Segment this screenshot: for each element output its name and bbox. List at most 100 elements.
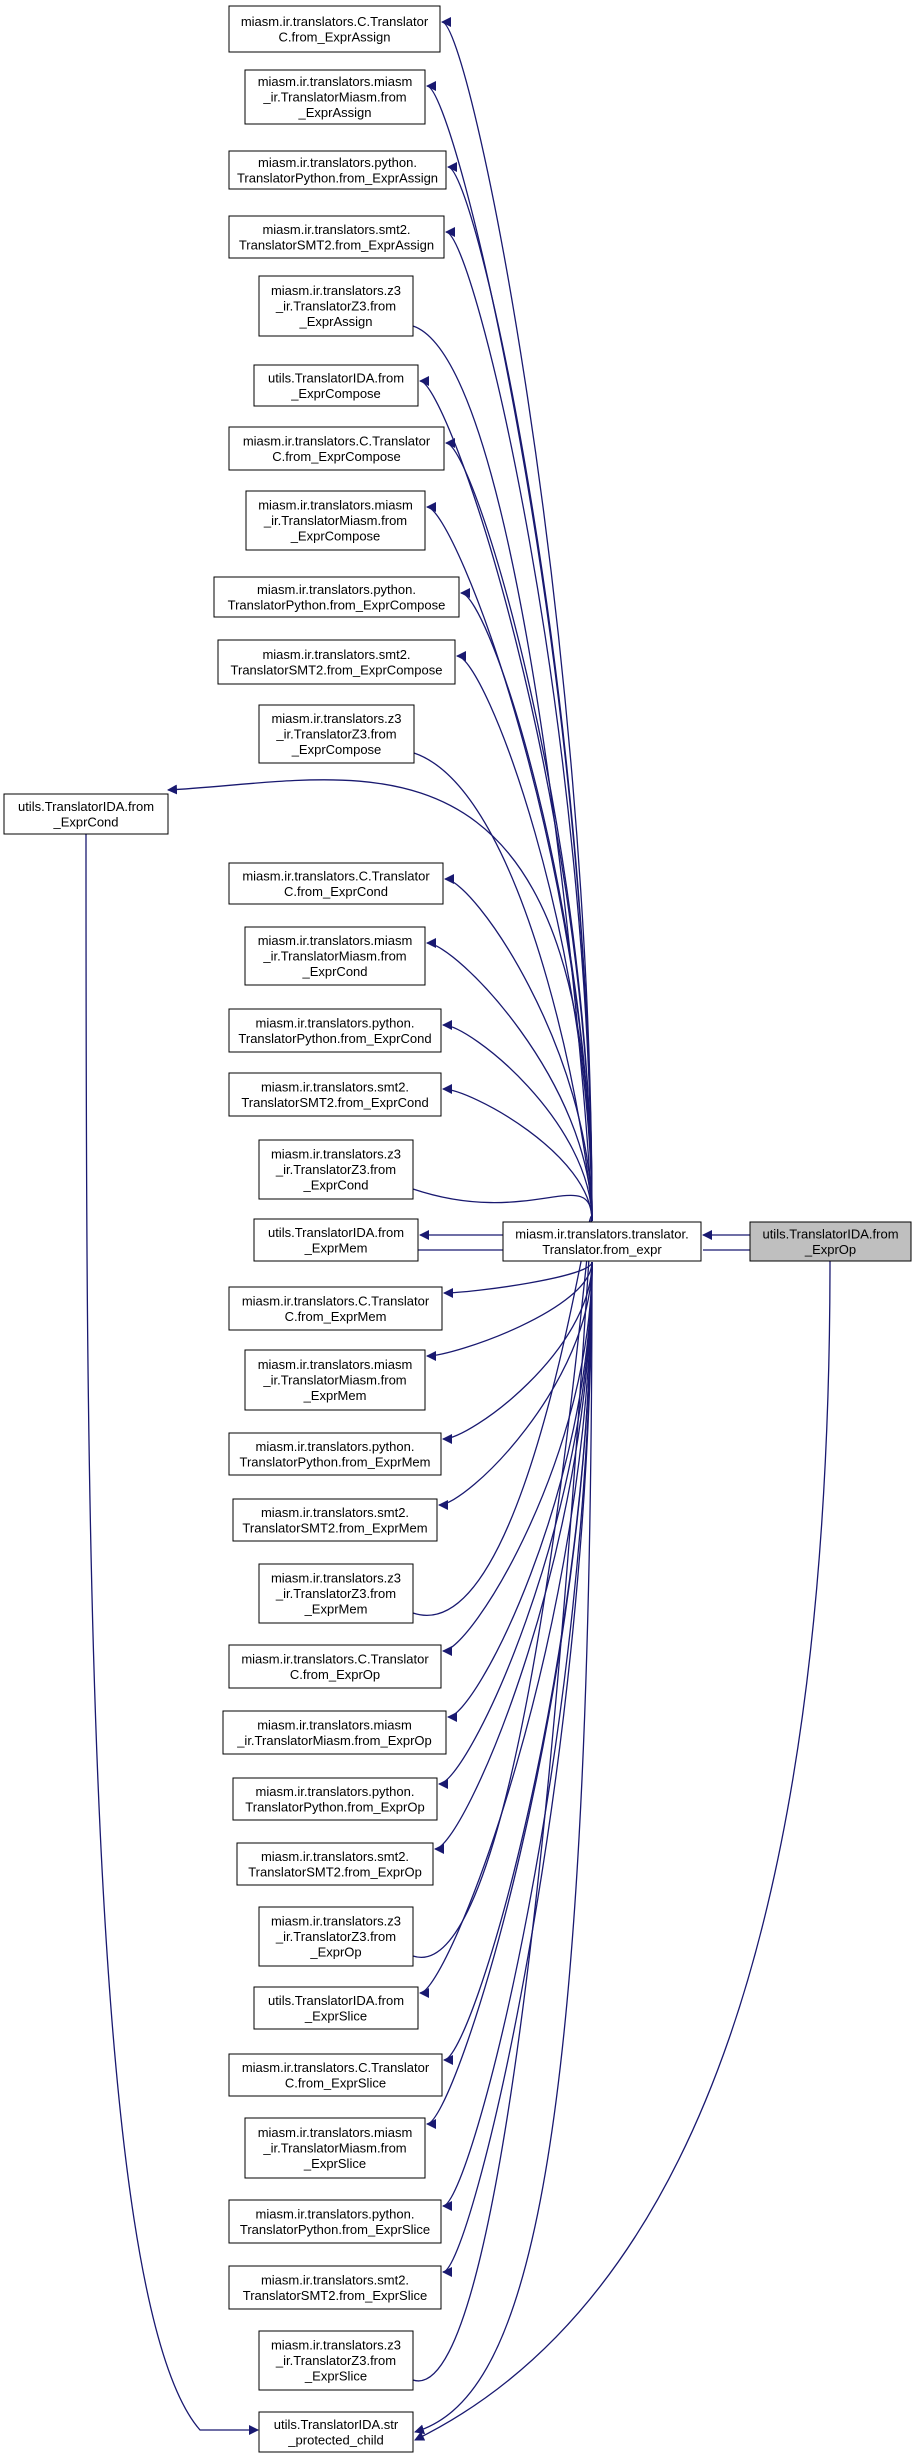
graph-node-py-assign[interactable]: miasm.ir.translators.python.TranslatorPy… bbox=[228, 150, 447, 190]
node-box[interactable] bbox=[244, 2117, 426, 2179]
node-box[interactable] bbox=[253, 364, 419, 407]
graph-node-smt-slice[interactable]: miasm.ir.translators.smt2.TranslatorSMT2… bbox=[228, 2265, 442, 2310]
graph-node-str[interactable]: utils.TranslatorIDA.str_protected_child bbox=[258, 2411, 414, 2453]
graph-node-py-op[interactable]: miasm.ir.translators.python.TranslatorPy… bbox=[232, 1777, 438, 1821]
node-box[interactable] bbox=[258, 1139, 414, 1200]
node-box[interactable] bbox=[228, 426, 445, 471]
graph-node-miasm-mem[interactable]: miasm.ir.translators.miasm_ir.Translator… bbox=[244, 1349, 426, 1411]
node-box[interactable] bbox=[228, 1286, 443, 1331]
node-box[interactable] bbox=[253, 1986, 419, 2030]
node-box[interactable] bbox=[749, 1221, 912, 1262]
graph-node-ida-mem[interactable]: utils.TranslatorIDA.from_ExprMem bbox=[253, 1218, 419, 1262]
node-box[interactable] bbox=[244, 69, 426, 125]
node-box[interactable] bbox=[228, 2053, 443, 2097]
node-label: utils.TranslatorIDA.from_ExprOp bbox=[762, 1226, 898, 1257]
graph-node-ida-compose[interactable]: utils.TranslatorIDA.from_ExprCompose bbox=[253, 364, 419, 407]
node-box[interactable] bbox=[228, 1432, 442, 1476]
node-box[interactable] bbox=[228, 215, 445, 259]
node-label: miasm.ir.translators.z3_ir.TranslatorZ3.… bbox=[271, 283, 401, 329]
node-label-line: miasm.ir.translators.smt2. bbox=[262, 222, 410, 237]
node-box[interactable] bbox=[258, 1906, 414, 1967]
node-box[interactable] bbox=[213, 576, 460, 618]
node-label-line: miasm.ir.translators.C.Translator bbox=[241, 1651, 429, 1666]
node-label-line: TranslatorPython.from_ExprMem bbox=[240, 1454, 431, 1469]
node-box[interactable] bbox=[228, 2199, 442, 2244]
node-label-line: utils.TranslatorIDA.from bbox=[268, 1225, 404, 1240]
graph-node-smt-compose[interactable]: miasm.ir.translators.smt2.TranslatorSMT2… bbox=[217, 639, 456, 685]
edge-miasm-cond bbox=[426, 938, 593, 1222]
node-box[interactable] bbox=[217, 639, 456, 685]
graph-node-smt-assign[interactable]: miasm.ir.translators.smt2.TranslatorSMT2… bbox=[228, 215, 445, 259]
node-label-line: miasm.ir.translators.python. bbox=[256, 1784, 415, 1799]
graph-node-z3-compose[interactable]: miasm.ir.translators.z3_ir.TranslatorZ3.… bbox=[258, 704, 415, 764]
node-box[interactable] bbox=[244, 1349, 426, 1411]
node-label: miasm.ir.translators.smt2.TranslatorSMT2… bbox=[243, 2272, 427, 2303]
edge-miasm-slice bbox=[426, 1261, 593, 2129]
node-label-line: miasm.ir.translators.miasm bbox=[258, 74, 413, 89]
node-box[interactable] bbox=[228, 1644, 442, 1689]
graph-node-z3-op[interactable]: miasm.ir.translators.z3_ir.TranslatorZ3.… bbox=[258, 1906, 414, 1967]
graph-node-ida-cond[interactable]: utils.TranslatorIDA.from_ExprCond bbox=[3, 793, 169, 835]
graph-node-z3-slice[interactable]: miasm.ir.translators.z3_ir.TranslatorZ3.… bbox=[258, 2330, 414, 2391]
node-box[interactable] bbox=[236, 1842, 434, 1886]
node-box[interactable] bbox=[253, 1218, 419, 1262]
edge-hub-to-str bbox=[414, 1261, 593, 2435]
graph-node-ida-slice[interactable]: utils.TranslatorIDA.from_ExprSlice bbox=[253, 1986, 419, 2030]
graph-node-hub[interactable]: miasm.ir.translators.translator.Translat… bbox=[502, 1221, 702, 1262]
graph-node-miasm-assign[interactable]: miasm.ir.translators.miasm_ir.Translator… bbox=[244, 69, 426, 125]
node-box[interactable] bbox=[232, 1777, 438, 1821]
node-box[interactable] bbox=[258, 2330, 414, 2391]
node-label-line: miasm.ir.translators.python. bbox=[257, 582, 416, 597]
graph-node-miasm-cond[interactable]: miasm.ir.translators.miasm_ir.Translator… bbox=[244, 926, 426, 986]
edge-miasm-op bbox=[447, 1261, 593, 1722]
node-box[interactable] bbox=[228, 1072, 442, 1117]
node-box[interactable] bbox=[228, 1008, 442, 1053]
node-label: miasm.ir.translators.miasm_ir.Translator… bbox=[258, 2125, 413, 2171]
node-box[interactable] bbox=[245, 490, 426, 551]
node-box[interactable] bbox=[222, 1710, 447, 1755]
edge-c-compose bbox=[445, 438, 593, 1222]
node-box[interactable] bbox=[502, 1221, 702, 1262]
graph-node-smt-cond[interactable]: miasm.ir.translators.smt2.TranslatorSMT2… bbox=[228, 1072, 442, 1117]
graph-node-miasm-compose[interactable]: miasm.ir.translators.miasm_ir.Translator… bbox=[245, 490, 426, 551]
node-box[interactable] bbox=[228, 862, 444, 905]
graph-node-z3-mem[interactable]: miasm.ir.translators.z3_ir.TranslatorZ3.… bbox=[258, 1563, 414, 1624]
node-box[interactable] bbox=[228, 150, 447, 190]
graph-node-z3-cond[interactable]: miasm.ir.translators.z3_ir.TranslatorZ3.… bbox=[258, 1139, 414, 1200]
node-label-line: _ExprCond bbox=[302, 1178, 368, 1193]
node-box[interactable] bbox=[258, 704, 415, 764]
node-box[interactable] bbox=[232, 1498, 438, 1542]
graph-node-z3-assign[interactable]: miasm.ir.translators.z3_ir.TranslatorZ3.… bbox=[258, 275, 414, 337]
node-box[interactable] bbox=[228, 2265, 442, 2310]
graph-node-py-mem[interactable]: miasm.ir.translators.python.TranslatorPy… bbox=[228, 1432, 442, 1476]
node-label-line: TranslatorSMT2.from_ExprSlice bbox=[243, 2288, 427, 2303]
node-box[interactable] bbox=[244, 926, 426, 986]
edge-c-cond bbox=[444, 874, 593, 1222]
graph-node-py-compose[interactable]: miasm.ir.translators.python.TranslatorPy… bbox=[213, 576, 460, 618]
edge-z3-compose bbox=[413, 752, 593, 1222]
node-box[interactable] bbox=[258, 2411, 414, 2453]
node-box[interactable] bbox=[258, 275, 414, 337]
edge-c-mem bbox=[443, 1261, 593, 1298]
graph-node-miasm-slice[interactable]: miasm.ir.translators.miasm_ir.Translator… bbox=[244, 2117, 426, 2179]
graph-node-smt-op[interactable]: miasm.ir.translators.smt2.TranslatorSMT2… bbox=[236, 1842, 434, 1886]
node-box[interactable] bbox=[258, 1563, 414, 1624]
node-label-line: miasm.ir.translators.smt2. bbox=[261, 1849, 409, 1864]
node-box[interactable] bbox=[228, 5, 441, 53]
node-box[interactable] bbox=[3, 793, 169, 835]
graph-node-smt-mem[interactable]: miasm.ir.translators.smt2.TranslatorSMT2… bbox=[232, 1498, 438, 1542]
graph-node-py-slice[interactable]: miasm.ir.translators.python.TranslatorPy… bbox=[228, 2199, 442, 2244]
node-label-line: miasm.ir.translators.smt2. bbox=[261, 1079, 409, 1094]
node-label-line: _ExprAssign bbox=[298, 105, 372, 120]
graph-node-py-cond[interactable]: miasm.ir.translators.python.TranslatorPy… bbox=[228, 1008, 442, 1053]
graph-node-miasm-op[interactable]: miasm.ir.translators.miasm_ir.Translator… bbox=[222, 1710, 447, 1755]
graph-node-root[interactable]: utils.TranslatorIDA.from_ExprOp bbox=[749, 1221, 912, 1262]
